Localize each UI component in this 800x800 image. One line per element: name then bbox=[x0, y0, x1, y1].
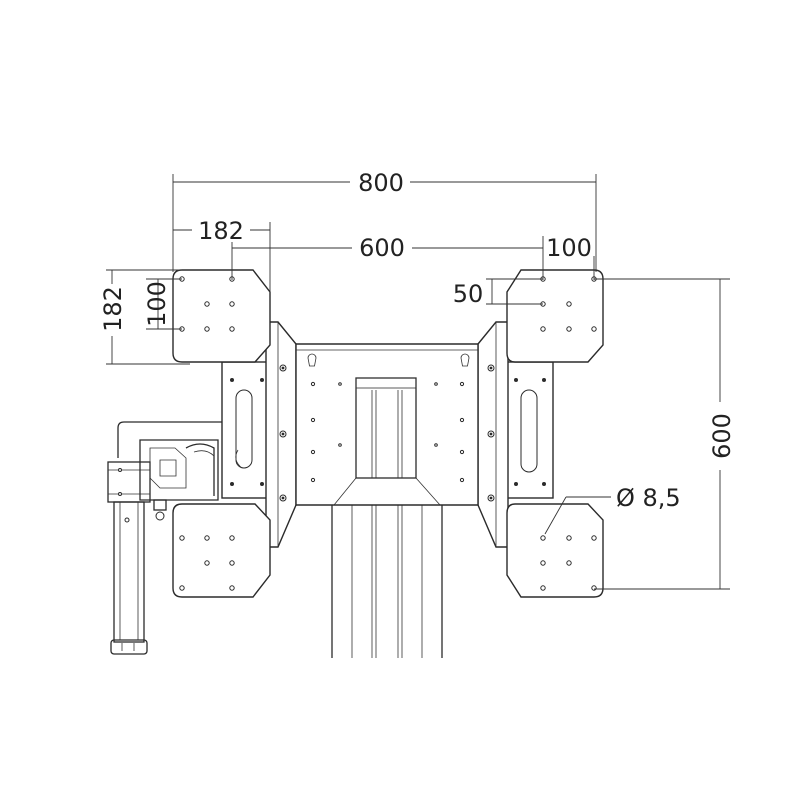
right-arm-plate bbox=[477, 321, 509, 548]
dimension-label-hole-spacing-horizontal: 600 bbox=[359, 234, 405, 262]
left-arm-plate bbox=[265, 321, 297, 548]
dimension-plate-hole-spacing-vertical: 100 bbox=[143, 278, 182, 330]
corner-plate-top-left bbox=[172, 269, 271, 363]
dimension-overall-width: 800 bbox=[172, 169, 597, 272]
dimension-plate-width: 182 bbox=[173, 217, 271, 292]
dimension-label-plate-hole-spacing-vertical: 100 bbox=[143, 281, 171, 327]
keyhole-slot-left bbox=[307, 353, 317, 367]
dimension-hole-spacing-vertical: 600 bbox=[594, 278, 736, 590]
dimension-hole-spacing-horizontal: 600 bbox=[231, 234, 544, 280]
central-mount-plate bbox=[295, 343, 479, 506]
left-vertical-rail bbox=[221, 361, 273, 499]
stand-column bbox=[331, 505, 443, 658]
side-arm bbox=[107, 421, 222, 655]
dimension-label-hole-spacing-vertical: 600 bbox=[708, 413, 736, 459]
side-clamp-bracket bbox=[139, 439, 219, 521]
keyhole-slot-right bbox=[460, 353, 470, 367]
dimension-plate-hole-offset-vertical: 50 bbox=[453, 278, 543, 308]
dimension-label-overall-width: 800 bbox=[358, 169, 404, 197]
corner-plate-top-right bbox=[506, 269, 604, 363]
dimension-plate-hole-offset-right: 100 bbox=[546, 234, 595, 280]
right-vertical-rail bbox=[504, 361, 554, 499]
dimension-hole-diameter: Ø 8,5 bbox=[544, 484, 681, 535]
dimension-label-plate-hole-offset-right: 100 bbox=[546, 234, 592, 262]
corner-plate-bottom-right bbox=[506, 503, 604, 598]
dimension-label-plate-height: 182 bbox=[99, 286, 127, 332]
dimension-label-hole-diameter: Ø 8,5 bbox=[616, 484, 681, 512]
dimension-label-plate-width: 182 bbox=[198, 217, 244, 245]
corner-plate-bottom-left bbox=[172, 503, 271, 598]
dimension-plate-height: 182 bbox=[99, 269, 190, 365]
dimension-label-plate-hole-offset-vertical: 50 bbox=[453, 280, 484, 308]
